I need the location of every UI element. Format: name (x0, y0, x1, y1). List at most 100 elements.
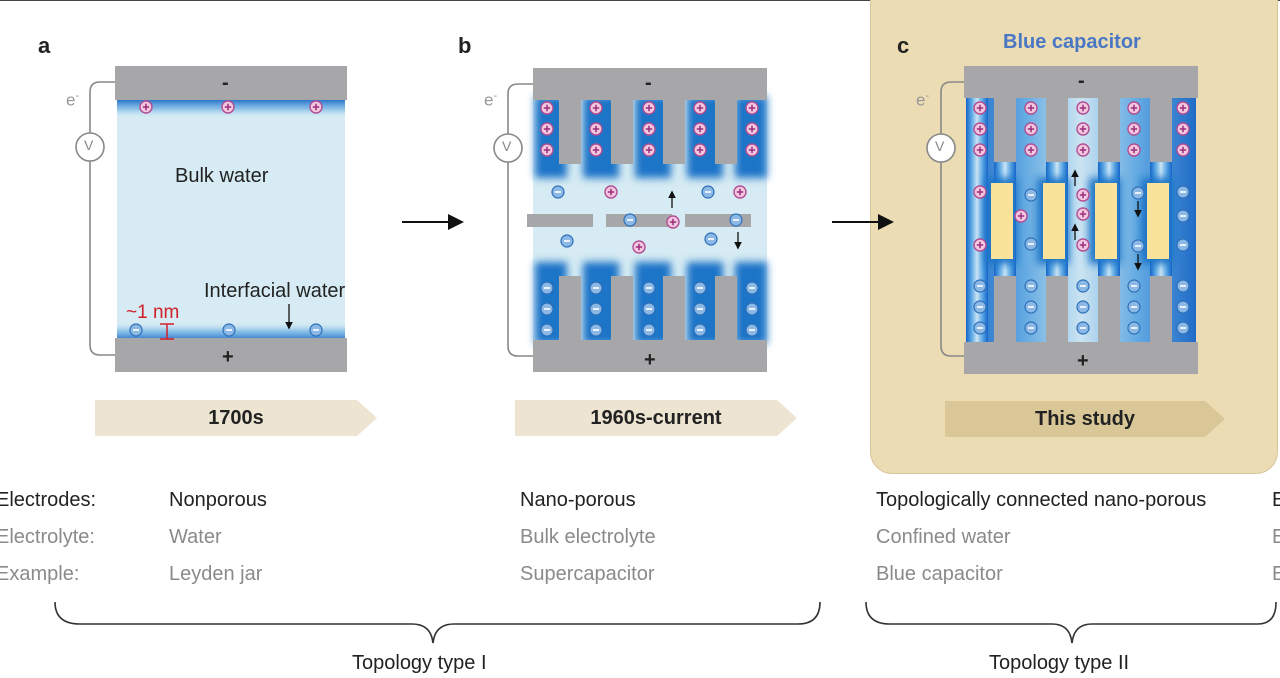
cell-c-electrodes: Topologically connected nano-porous (876, 489, 1207, 511)
cation-icon (1076, 207, 1090, 221)
anion-icon (1024, 300, 1038, 314)
anion-icon (1131, 239, 1145, 253)
electron-label-a: e- (66, 90, 80, 110)
anion-icon (1176, 185, 1190, 199)
voltmeter-icon: V (935, 138, 945, 154)
era-banner-a: 1700s (95, 400, 377, 436)
anion-icon (1076, 300, 1090, 314)
anion-icon (729, 213, 743, 227)
panel-a-cell (115, 66, 347, 372)
anion-icon (589, 302, 603, 316)
positive-sign-c: + (1077, 350, 1089, 372)
cell-b-example: Supercapacitor (520, 563, 655, 585)
cation-icon (693, 143, 707, 157)
cation-icon (589, 143, 603, 157)
cell-c-example: Blue capacitor (876, 563, 1003, 585)
anion-icon (693, 323, 707, 337)
anion-icon (745, 281, 759, 295)
cation-icon (1076, 188, 1090, 202)
cation-icon (666, 215, 680, 229)
cation-icon (540, 143, 554, 157)
anion-icon (129, 323, 143, 337)
top-rule (0, 0, 1280, 1)
anion-icon (540, 302, 554, 316)
bulk-water-label: Bulk water (175, 165, 269, 187)
cell-b-electrolyte: Bulk electrolyte (520, 526, 656, 548)
right-arrow-icon (832, 214, 894, 230)
anion-icon (222, 323, 236, 337)
anion-icon (745, 323, 759, 337)
cation-icon (589, 101, 603, 115)
panel-c-top-electrode (964, 66, 1198, 98)
voltmeter-icon: V (84, 137, 94, 153)
panel-b-circuit (493, 83, 533, 357)
cell-a-electrolyte: Water (169, 526, 222, 548)
anion-icon (1127, 300, 1141, 314)
anion-icon (589, 281, 603, 295)
topology-type-ii-label: Topology type II (989, 652, 1130, 674)
cell-d-electrolyte-cut: E (1272, 526, 1280, 548)
anion-icon (642, 302, 656, 316)
anion-icon (973, 300, 987, 314)
cation-icon (540, 101, 554, 115)
panel-b-bottom-electrode (533, 340, 767, 372)
anion-icon (642, 281, 656, 295)
cation-icon (589, 122, 603, 136)
cation-icon (642, 101, 656, 115)
anion-icon (1176, 321, 1190, 335)
negative-sign-a: - (222, 72, 229, 94)
curly-brace-icon (865, 601, 1277, 644)
anion-icon (623, 213, 637, 227)
cation-icon (139, 100, 153, 114)
cell-d-example-cut: E (1272, 563, 1280, 585)
panel-c-title: Blue capacitor (1003, 31, 1141, 53)
cation-icon (1127, 143, 1141, 157)
panel-letter-b: b (458, 33, 472, 58)
positive-sign-b: + (644, 349, 656, 371)
panel-b-separator (527, 214, 593, 227)
cation-icon (745, 122, 759, 136)
anion-icon (704, 232, 718, 246)
cation-icon (1076, 122, 1090, 136)
cation-icon (632, 240, 646, 254)
era-banner-b: 1960s-current (515, 400, 797, 436)
ion-motion-arrows (668, 169, 1142, 271)
anion-icon (540, 323, 554, 337)
negative-sign-c: - (1078, 70, 1085, 92)
cation-icon (1127, 122, 1141, 136)
positive-sign-a: + (222, 346, 234, 368)
pillar-yellow (991, 183, 1013, 259)
panel-c-cell (964, 66, 1198, 374)
anion-icon (973, 279, 987, 293)
cell-a-electrodes: Nonporous (169, 489, 267, 511)
cation-icon (973, 185, 987, 199)
anion-icon (693, 281, 707, 295)
era-banner-c: This study (945, 401, 1225, 437)
cation-icon (1176, 143, 1190, 157)
cation-icon (1076, 143, 1090, 157)
cation-icon (693, 101, 707, 115)
panel-a-bottom-electrode (115, 338, 347, 372)
anion-icon (1127, 279, 1141, 293)
anion-icon (1176, 300, 1190, 314)
cation-icon (733, 185, 747, 199)
anion-icon (1024, 279, 1038, 293)
cation-icon (745, 143, 759, 157)
panel-a-circuit (75, 81, 115, 356)
cation-icon (1024, 143, 1038, 157)
right-arrow-icon (402, 214, 464, 230)
panel-a-top-electrode (115, 66, 347, 100)
anion-icon (309, 323, 323, 337)
cation-icon (540, 122, 554, 136)
row-header-electrolyte: Electrolyte: (0, 526, 95, 548)
panel-b-top-electrode (533, 68, 767, 100)
electron-label-b: e- (484, 90, 498, 110)
anion-icon (1176, 238, 1190, 252)
cation-icon (1024, 122, 1038, 136)
cation-icon (1176, 122, 1190, 136)
anion-icon (1024, 321, 1038, 335)
thickness-marker (160, 323, 174, 340)
curly-brace-icon (54, 601, 821, 644)
anion-icon (1176, 209, 1190, 223)
cation-icon (1176, 101, 1190, 115)
